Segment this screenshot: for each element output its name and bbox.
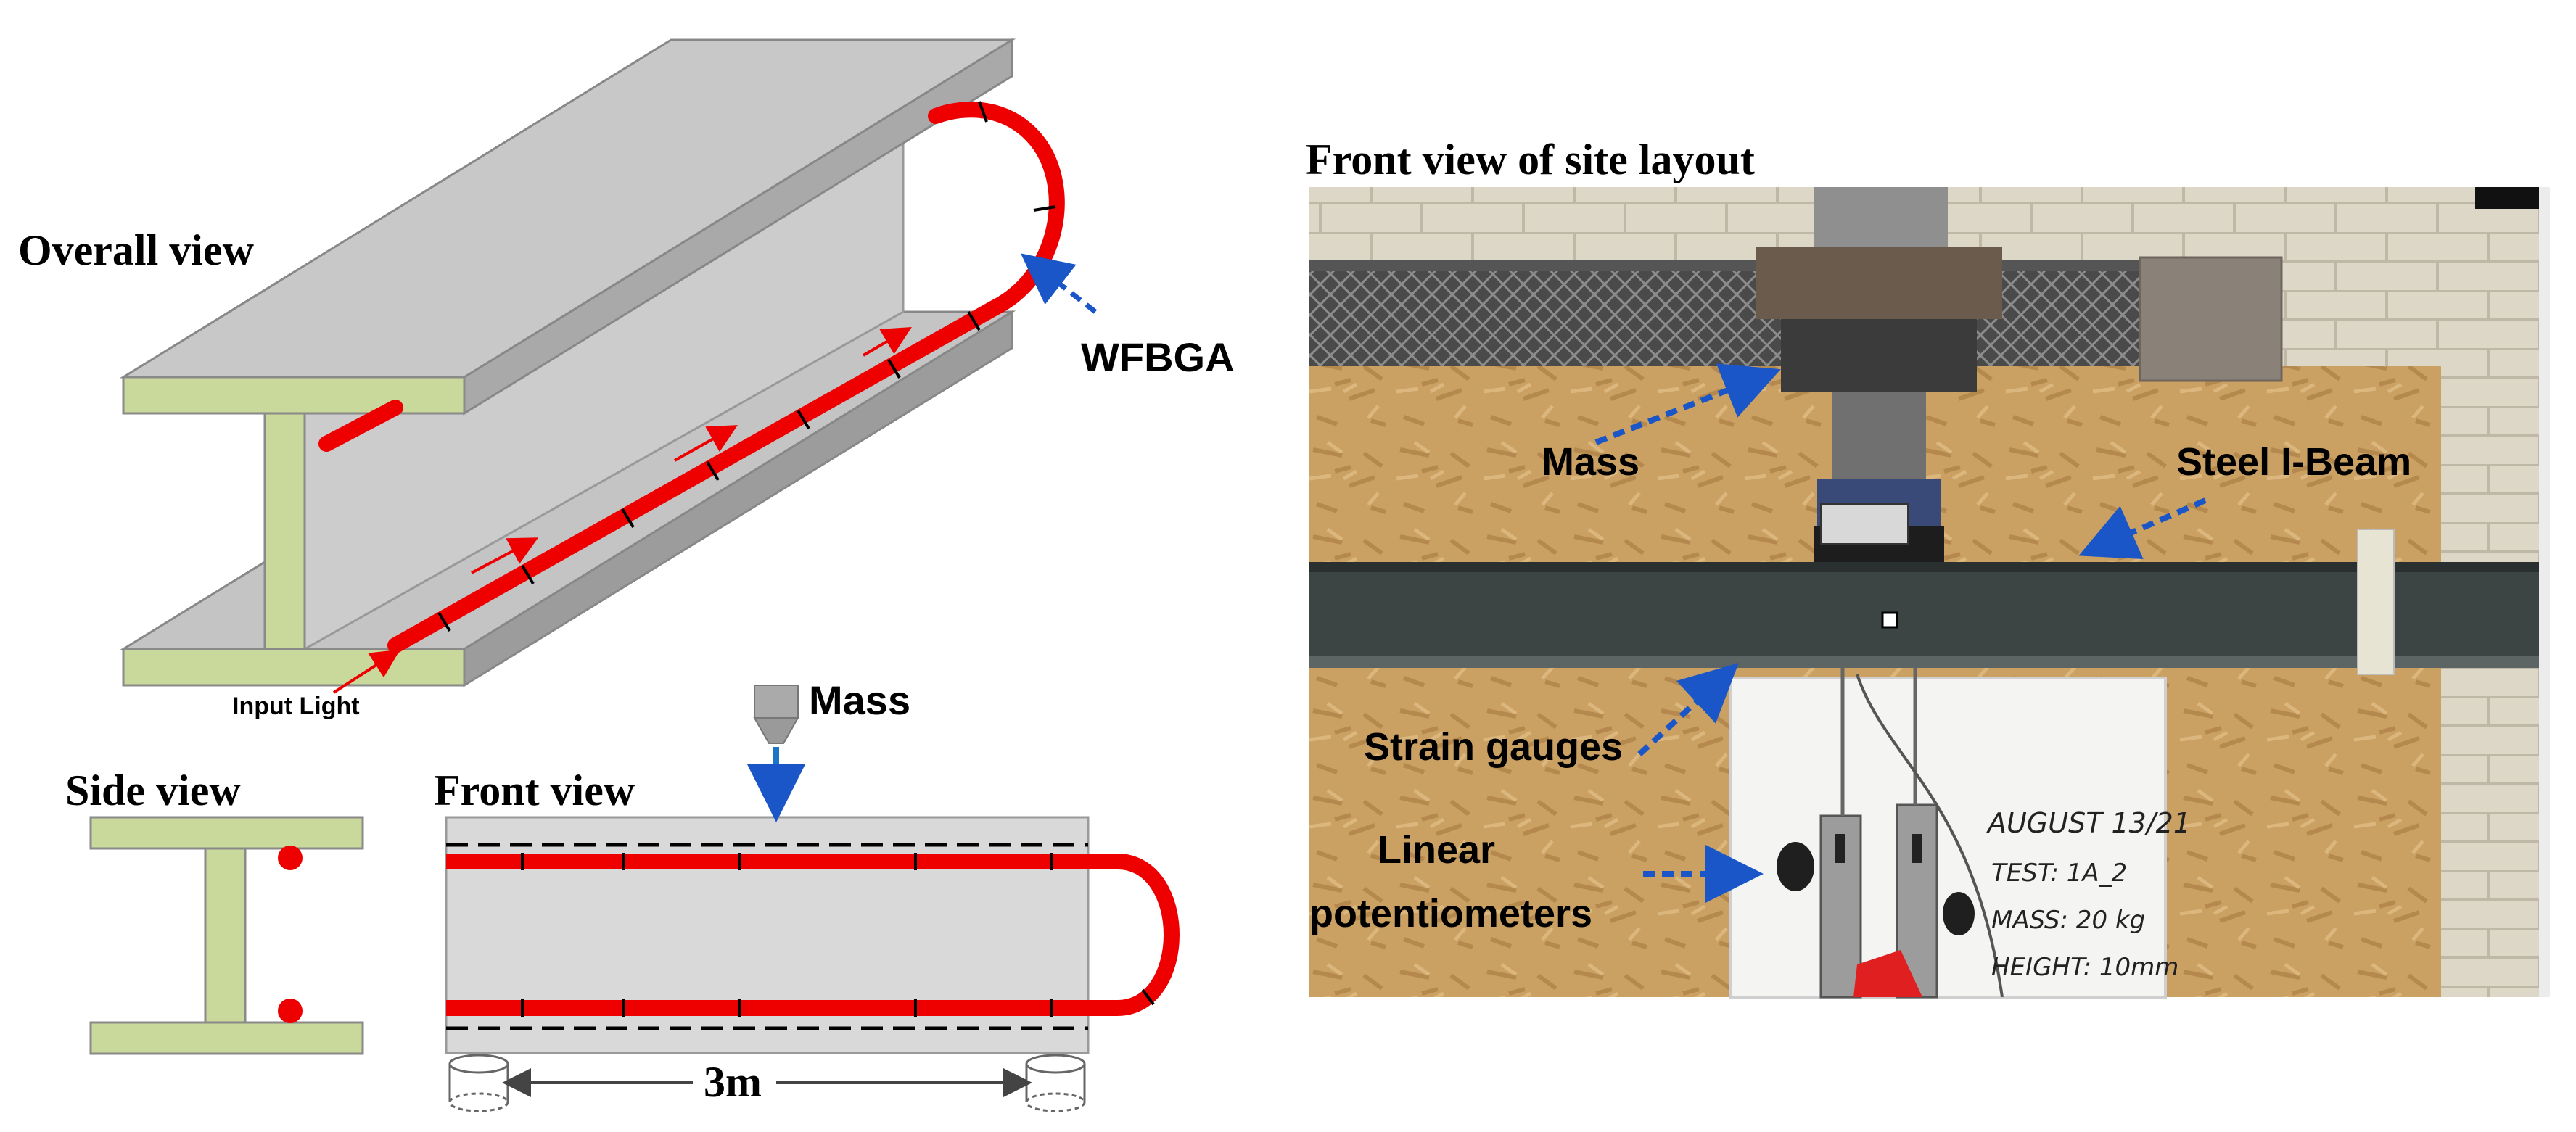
whiteboard-line1: AUGUST 13/21: [1986, 807, 2191, 839]
whiteboard: [1729, 677, 2167, 999]
whiteboard-line4: HEIGHT: 10mm: [1991, 953, 2178, 982]
front-mass-label: Mass: [809, 677, 910, 723]
steel-ibeam-pointer: [2078, 497, 2207, 559]
end-cross-section: [122, 376, 466, 687]
mass-pointer: [1594, 363, 1781, 445]
side-top-flange: [89, 816, 364, 850]
site-photo: AUGUST 13/21 TEST: 1A_2 MASS: 20 kg HEIG…: [1309, 187, 2550, 999]
side-web: [204, 847, 247, 1024]
side-view-title: Side view: [65, 767, 241, 814]
load-cell: [1832, 392, 1926, 479]
whiteboard-line3: MASS: 20 kg: [1991, 906, 2145, 935]
mass-block: [1820, 503, 1909, 545]
photo-label-strain-gauges: Strain gauges: [1364, 725, 1623, 769]
front-view-diagram: Front view Mass: [434, 677, 1180, 1112]
side-bottom-flange: [89, 1021, 364, 1055]
input-light-label: Input Light: [232, 693, 360, 720]
site-layout-panel: Front view of site layout: [1306, 136, 2550, 999]
side-fiber-top: [278, 846, 303, 870]
strain-gauges-pointer: [1637, 663, 1739, 756]
fiber-front: [446, 854, 1180, 1016]
window-edge: [2539, 187, 2550, 997]
front-mass-weight: [753, 685, 799, 744]
wfbga-label: WFBGA: [1081, 334, 1235, 380]
left-support: [448, 1054, 509, 1112]
fbg-markers-front: [521, 853, 1155, 1017]
input-light-arrow: [332, 649, 400, 694]
photo-annotations: Mass Steel I-Beam Strain gauges Linear p…: [1309, 363, 2411, 935]
photo-label-steel-ibeam: Steel I-Beam: [2176, 440, 2411, 484]
metal-bracket: [2139, 256, 2283, 382]
tape-strip: [2357, 529, 2395, 675]
steel-ibeam-photo: [1309, 562, 2550, 667]
whiteboard-notes: AUGUST 13/21 TEST: 1A_2 MASS: 20 kg HEIG…: [1986, 807, 2191, 982]
front-beam: [445, 816, 1090, 1054]
photo-label-potentiometers: potentiometers: [1309, 892, 1592, 935]
overall-view-title: Overall view: [18, 226, 255, 274]
light-direction-arrows: [471, 326, 912, 574]
right-support: [1025, 1054, 1086, 1112]
window-controls: [2475, 187, 2550, 209]
fbg-markers-overall: [437, 101, 1056, 632]
photo-label-linear: Linear: [1378, 828, 1495, 872]
loading-head: [1756, 247, 2002, 319]
side-fiber-bottom: [278, 999, 303, 1023]
loading-column: [1814, 187, 1948, 249]
linear-potentiometers-photo: [1777, 667, 2004, 999]
span-label: 3m: [704, 1058, 762, 1106]
whiteboard-line2: TEST: 1A_2: [1991, 859, 2127, 888]
front-view-title: Front view: [434, 767, 635, 814]
side-view-diagram: Side view: [65, 767, 364, 1055]
wfbga-arrow: [1020, 253, 1098, 314]
fiber-overall-top: [318, 400, 403, 452]
site-layout-title: Front view of site layout: [1306, 136, 1755, 183]
overall-view-diagram: Input Light WFBGA Overall view: [18, 38, 1235, 720]
photo-label-mass: Mass: [1542, 440, 1639, 484]
